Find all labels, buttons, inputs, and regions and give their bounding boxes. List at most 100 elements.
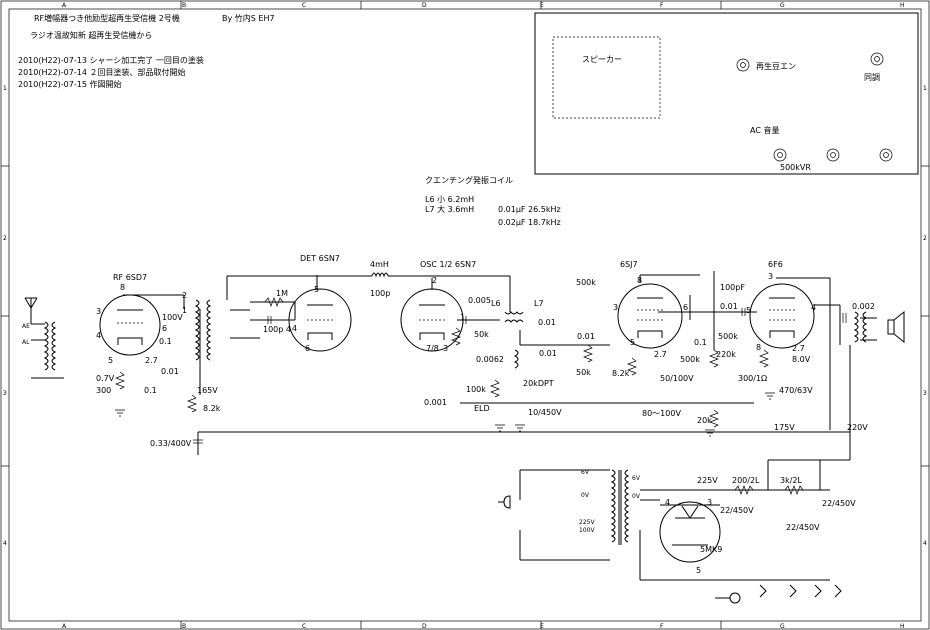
antenna-coil-icon bbox=[43, 321, 57, 371]
svg-text:5: 5 bbox=[108, 356, 113, 365]
tube-rf-6sd7-icon bbox=[99, 294, 161, 356]
svg-text:100V: 100V bbox=[579, 527, 595, 534]
phone-jack-icon bbox=[715, 592, 741, 604]
svg-text:0.01μF 26.5kHz: 0.01μF 26.5kHz bbox=[498, 205, 561, 214]
svg-text:8: 8 bbox=[756, 343, 761, 352]
drawing-subtitle: ラジオ温故知新 超再生受信機から bbox=[30, 30, 152, 40]
tuning-knob-icon bbox=[870, 52, 884, 66]
tube-af-6sj7-icon bbox=[617, 283, 683, 349]
svg-text:500k: 500k bbox=[680, 355, 700, 364]
svg-text:20kDPT: 20kDPT bbox=[523, 379, 554, 388]
vr-label: 500kVR bbox=[780, 163, 811, 172]
svg-text:100pF: 100pF bbox=[720, 283, 745, 292]
svg-text:2: 2 bbox=[182, 291, 187, 300]
svg-text:5: 5 bbox=[630, 338, 635, 347]
tube-det-6sn7-icon bbox=[288, 288, 352, 352]
log-entry: 2010(H22)-07-14 ２回目塗装、部品取付開始 bbox=[18, 67, 185, 77]
svg-text:3: 3 bbox=[443, 344, 448, 353]
svg-text:50k: 50k bbox=[474, 330, 489, 339]
svg-text:ELD: ELD bbox=[474, 404, 490, 413]
svg-text:0.1: 0.1 bbox=[144, 386, 157, 395]
output-transformer-icon bbox=[853, 311, 868, 343]
svg-text:1: 1 bbox=[3, 85, 7, 92]
rf-choke-icon bbox=[371, 272, 389, 278]
svg-text:0.7V: 0.7V bbox=[96, 374, 115, 383]
svg-text:2.7: 2.7 bbox=[654, 350, 667, 359]
svg-text:C: C bbox=[302, 2, 306, 9]
svg-text:0.01: 0.01 bbox=[720, 302, 738, 311]
svg-text:0.01: 0.01 bbox=[161, 367, 179, 376]
svg-text:4: 4 bbox=[811, 303, 816, 312]
svg-text:100k: 100k bbox=[466, 385, 486, 394]
svg-text:100p: 100p bbox=[370, 289, 390, 298]
svg-text:225V: 225V bbox=[697, 476, 718, 485]
svg-text:500k: 500k bbox=[576, 278, 596, 287]
svg-text:3: 3 bbox=[3, 390, 7, 397]
svg-text:0.1: 0.1 bbox=[694, 338, 707, 347]
svg-text:4: 4 bbox=[665, 498, 670, 507]
svg-text:H: H bbox=[900, 623, 905, 630]
svg-text:22/450V: 22/450V bbox=[720, 506, 754, 515]
svg-text:2.7: 2.7 bbox=[145, 356, 158, 365]
svg-text:1: 1 bbox=[182, 306, 187, 315]
svg-text:4: 4 bbox=[96, 331, 101, 340]
svg-text:8.2k: 8.2k bbox=[203, 404, 221, 413]
svg-text:22/450V: 22/450V bbox=[786, 523, 820, 532]
svg-text:G: G bbox=[780, 2, 785, 9]
speaker-label: スピーカー bbox=[582, 55, 622, 64]
svg-text:0.001: 0.001 bbox=[424, 398, 447, 407]
svg-text:2: 2 bbox=[3, 235, 7, 242]
osc-tube-label: OSC 1/2 6SN7 bbox=[420, 260, 476, 269]
svg-text:A: A bbox=[62, 2, 67, 9]
knob-icon bbox=[826, 148, 840, 162]
svg-text:5: 5 bbox=[746, 306, 751, 315]
svg-text:B: B bbox=[182, 2, 186, 9]
svg-text:0V: 0V bbox=[632, 493, 641, 500]
ac-volume-label: AC 音量 bbox=[750, 125, 779, 135]
phone-jack-icon bbox=[736, 58, 750, 72]
svg-text:0.02μF 18.7kHz: 0.02μF 18.7kHz bbox=[498, 218, 561, 227]
svg-text:8: 8 bbox=[120, 283, 125, 292]
svg-text:3: 3 bbox=[768, 272, 773, 281]
svg-text:クエンチング発振コイル: クエンチング発振コイル bbox=[425, 175, 513, 185]
log-entry: 2010(H22)-07-13 シャーシ加工完了 一回目の塗装 bbox=[18, 55, 204, 65]
power-transformer-icon bbox=[610, 469, 630, 545]
svg-text:6: 6 bbox=[683, 303, 688, 312]
svg-text:AE: AE bbox=[22, 323, 30, 330]
svg-text:1: 1 bbox=[923, 85, 927, 92]
log-entry: 2010(H22)-07-15 作図開始 bbox=[18, 79, 121, 89]
wiring bbox=[24, 271, 877, 581]
svg-text:6: 6 bbox=[305, 344, 310, 353]
svg-text:4: 4 bbox=[292, 324, 297, 333]
speaker-icon bbox=[887, 310, 905, 344]
svg-text:225V: 225V bbox=[579, 519, 595, 526]
svg-text:165V: 165V bbox=[197, 386, 218, 395]
tube-power-6f6-icon bbox=[749, 283, 815, 349]
svg-text:L6: L6 bbox=[491, 299, 501, 308]
tube-osc-6sn7-icon bbox=[400, 288, 464, 352]
svg-text:0V: 0V bbox=[581, 492, 590, 499]
svg-text:3: 3 bbox=[923, 390, 927, 397]
phones-label: 再生豆エン bbox=[756, 61, 796, 71]
svg-text:0.1: 0.1 bbox=[159, 337, 172, 346]
svg-text:E: E bbox=[540, 623, 544, 630]
ac-plug-icon bbox=[498, 495, 511, 509]
component-labels: RF 6SD7 DET 6SN7 OSC 1/2 6SN7 6SJ7 6F6 5… bbox=[22, 254, 875, 554]
svg-text:H: H bbox=[900, 2, 905, 9]
rect-tube-label: 5MK9 bbox=[700, 545, 722, 554]
svg-text:175V: 175V bbox=[774, 423, 795, 432]
svg-text:L7 大 3.6mH: L7 大 3.6mH bbox=[425, 204, 474, 214]
svg-text:0.0062: 0.0062 bbox=[476, 355, 504, 364]
svg-text:B: B bbox=[182, 623, 186, 630]
svg-text:500k: 500k bbox=[718, 332, 738, 341]
svg-text:L6 小 6.2mH: L6 小 6.2mH bbox=[425, 195, 474, 204]
svg-text:100V: 100V bbox=[162, 313, 183, 322]
volume-knob-icon bbox=[773, 148, 787, 162]
svg-text:20k: 20k bbox=[697, 416, 712, 425]
svg-text:2.7: 2.7 bbox=[792, 344, 805, 353]
tuning-label: 同調 bbox=[864, 72, 880, 82]
svg-text:0.002: 0.002 bbox=[852, 302, 875, 311]
